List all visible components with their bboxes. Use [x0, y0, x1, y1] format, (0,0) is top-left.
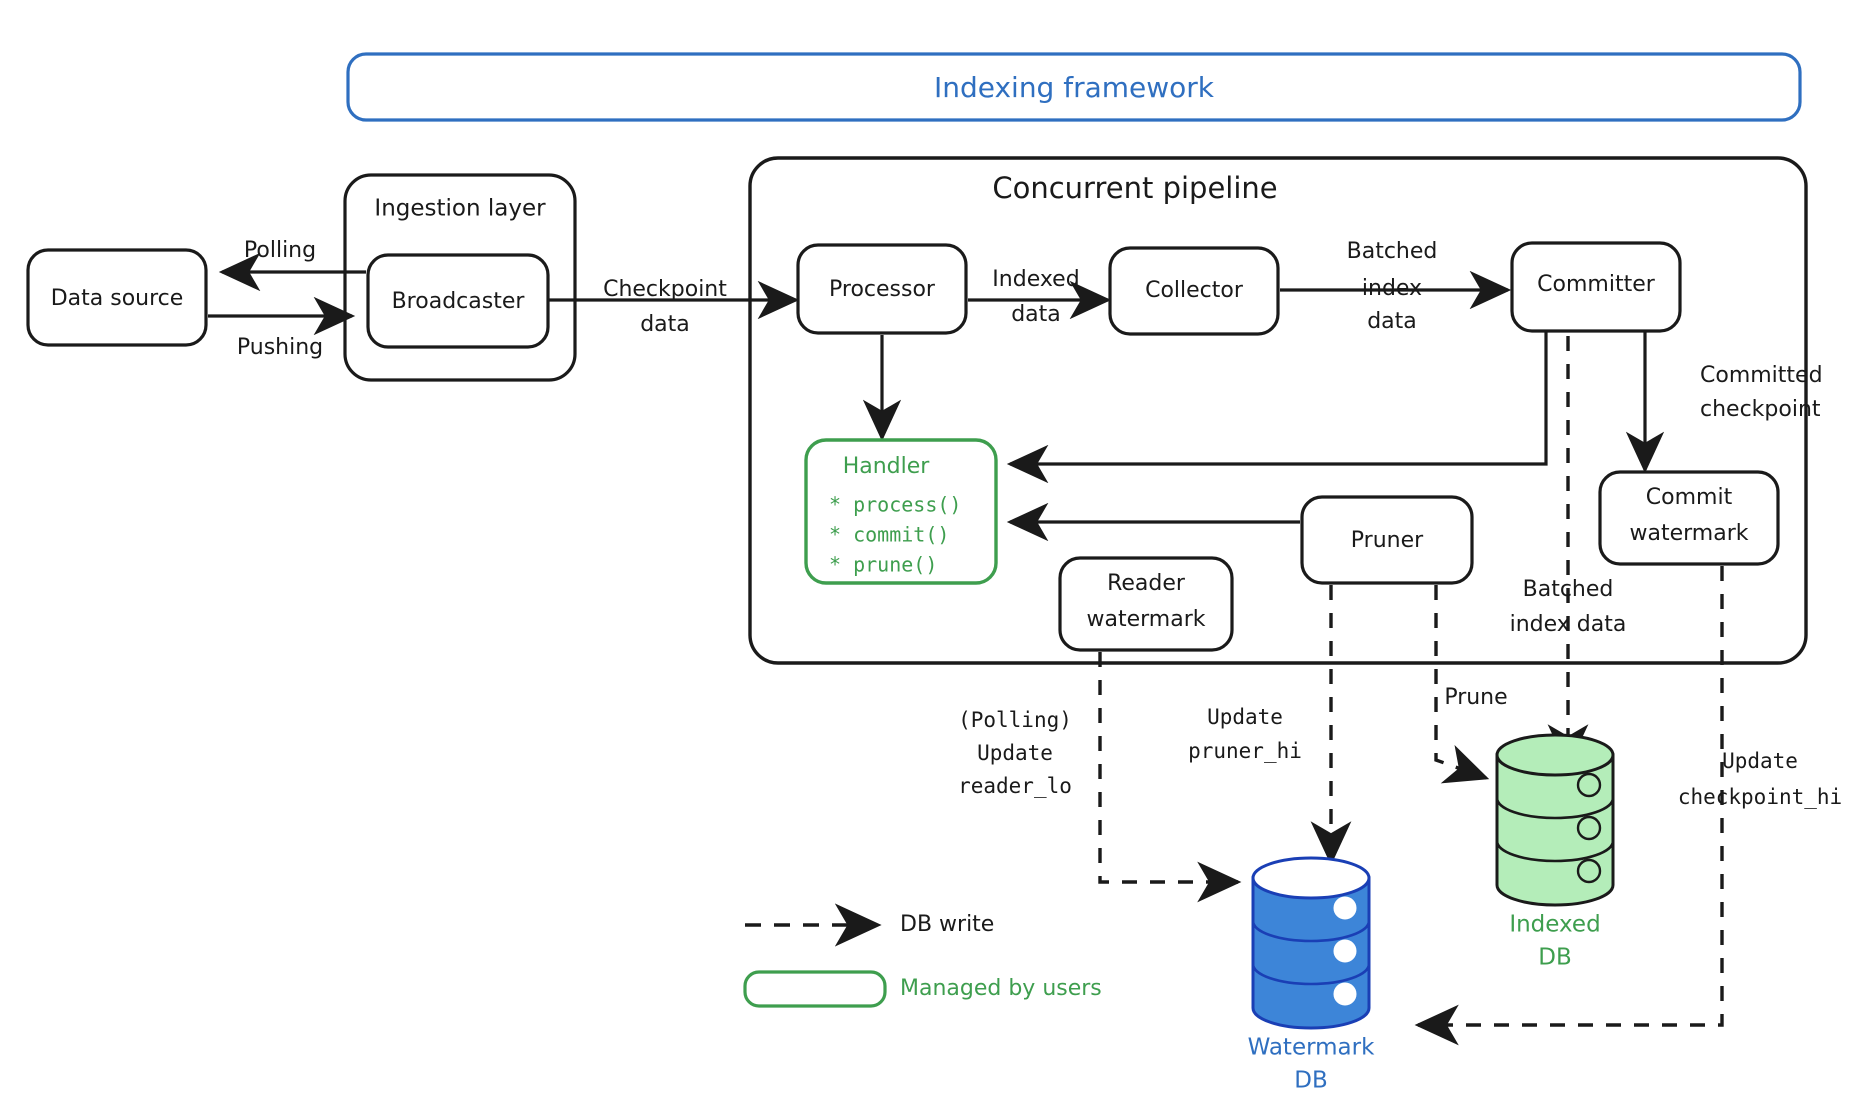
node-broadcaster[interactable]: Broadcaster: [366, 253, 550, 349]
edge-committer-indexed-db-write: Batched index data: [1510, 336, 1627, 769]
handler-method-process: * process(): [829, 493, 961, 517]
collector-label: Collector: [1145, 278, 1244, 303]
handler-method-prune: * prune(): [829, 553, 937, 577]
reader-watermark-label-1: Reader: [1107, 571, 1186, 596]
legend-item-db-write: DB write: [745, 903, 994, 947]
edge-pruner-watermark-db-write: Update pruner_hi: [1188, 585, 1352, 866]
edge-reader-watermark-db-write: (Polling) Update reader_lo: [958, 652, 1242, 903]
db-watermark-db[interactable]: Watermark DB: [1248, 856, 1376, 1094]
watermark-db-label-1: Watermark: [1248, 1035, 1376, 1061]
node-collector[interactable]: Collector: [1108, 246, 1280, 336]
edge-label-polling-update-3: reader_lo: [958, 774, 1072, 798]
node-handler[interactable]: Handler * process() * commit() * prune(): [804, 438, 998, 585]
handler-method-commit: * commit(): [829, 523, 949, 547]
broadcaster-label: Broadcaster: [392, 289, 526, 314]
edge-label-update-checkpoint-2: checkpoint_hi: [1678, 785, 1842, 809]
node-commit-watermark[interactable]: Commit watermark: [1598, 470, 1780, 566]
indexed-db-label-2: DB: [1538, 945, 1572, 971]
edge-committer-to-handler: [1006, 332, 1548, 484]
handler-title: Handler: [843, 454, 931, 479]
edge-label-indexed-data-2: data: [1011, 302, 1061, 327]
reader-watermark-label-2: watermark: [1087, 607, 1206, 632]
edge-pushing: Pushing: [208, 296, 356, 360]
legend: DB write Managed by users: [743, 903, 1102, 1008]
pruner-label: Pruner: [1351, 528, 1424, 553]
edge-label-update-pruner-1: Update: [1207, 705, 1283, 729]
edge-label-pushing: Pushing: [237, 335, 323, 360]
node-reader-watermark[interactable]: Reader watermark: [1058, 556, 1234, 652]
edge-label-prune: Prune: [1444, 685, 1507, 710]
edge-label-polling: Polling: [244, 238, 316, 263]
node-committer[interactable]: Committer: [1510, 241, 1682, 333]
data-source-label: Data source: [51, 286, 184, 311]
edge-label-batched-index-data2-1: Batched: [1523, 577, 1614, 602]
edge-label-indexed-data-1: Indexed: [992, 267, 1079, 292]
db-indexed-db[interactable]: Indexed DB: [1495, 733, 1615, 971]
legend-label-db-write: DB write: [900, 912, 994, 937]
concurrent-pipeline-title: Concurrent pipeline: [992, 171, 1277, 205]
node-data-source[interactable]: Data source: [26, 248, 208, 347]
edge-label-committed-checkpoint-2: checkpoint: [1700, 397, 1821, 422]
edge-label-update-pruner-2: pruner_hi: [1188, 739, 1302, 763]
edge-label-batched-index-data2-2: index data: [1510, 612, 1627, 637]
edge-commit-watermark-db-write: Update checkpoint_hi: [1414, 566, 1842, 1046]
edge-label-batched-index-data-2: index: [1362, 276, 1422, 301]
edge-label-polling-update-1: (Polling): [958, 708, 1072, 732]
edge-committed-checkpoint: Committed checkpoint: [1625, 332, 1823, 474]
node-processor[interactable]: Processor: [796, 243, 968, 335]
edge-label-batched-index-data-3: data: [1367, 309, 1417, 334]
processor-label: Processor: [829, 277, 936, 302]
container-ingestion-layer: Ingestion layer: [343, 173, 577, 382]
edge-polling: Polling: [218, 238, 366, 292]
container-concurrent-pipeline: Concurrent pipeline: [748, 156, 1808, 665]
edge-prune-indexed-db: Prune: [1434, 585, 1508, 784]
legend-item-managed-by-users: Managed by users: [743, 970, 1102, 1008]
committer-label: Committer: [1537, 272, 1656, 297]
edge-indexed-data: Indexed data: [968, 267, 1112, 327]
edge-batched-index-data: Batched index data: [1280, 239, 1512, 334]
watermark-db-label-2: DB: [1294, 1068, 1328, 1094]
ingestion-layer-title: Ingestion layer: [374, 196, 546, 222]
legend-label-managed-by-users: Managed by users: [900, 976, 1102, 1001]
container-indexing-framework: Indexing framework: [346, 52, 1802, 122]
indexing-framework-title: Indexing framework: [934, 71, 1215, 104]
edge-label-polling-update-2: Update: [977, 741, 1053, 765]
edge-label-committed-checkpoint-1: Committed: [1700, 363, 1823, 388]
indexed-db-label-1: Indexed: [1509, 912, 1600, 938]
node-pruner[interactable]: Pruner: [1300, 495, 1474, 585]
edge-label-checkpoint-data-2: data: [640, 312, 690, 337]
edge-label-batched-index-data-1: Batched: [1347, 239, 1438, 264]
commit-watermark-label-1: Commit: [1646, 485, 1733, 510]
edge-label-checkpoint-data-1: Checkpoint: [603, 277, 727, 302]
edge-checkpoint-data: Checkpoint data: [549, 277, 800, 337]
commit-watermark-label-2: watermark: [1630, 521, 1749, 546]
edge-label-update-checkpoint-1: Update: [1722, 749, 1798, 773]
